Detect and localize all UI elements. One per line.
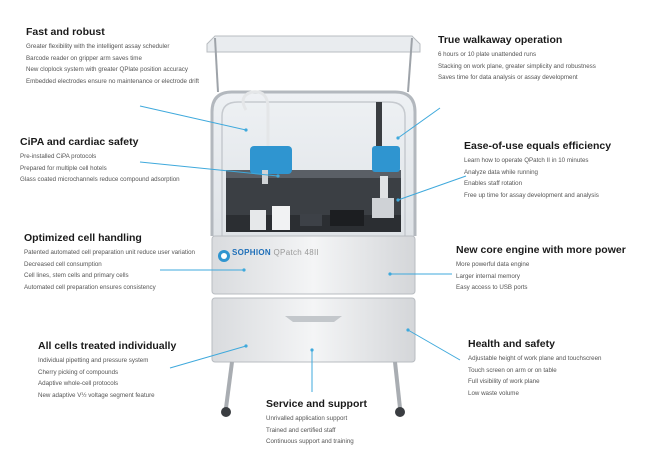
brand-label: SOPHION QPatch 48II [232, 248, 319, 257]
feature-item: Adjustable height of work plane and touc… [468, 355, 602, 362]
brand-model: QPatch 48II [273, 248, 320, 257]
feature-item: Analyze data while running [464, 168, 538, 176]
section-fast-and-robust: Fast and robust Greater flexibility with… [26, 26, 206, 89]
section-true-walkaway-operation: True walkaway operation 6 hours or 10 pl… [438, 34, 618, 86]
feature-item: Learn how to operate QPatch II in 10 min… [464, 157, 589, 164]
section-title: All cells treated individually [38, 340, 177, 352]
feature-item: Saves time for data analysis or assay de… [438, 74, 578, 82]
section-title: Optimized cell handling [24, 232, 142, 244]
feature-item: Individual pipetting and pressure system [38, 357, 149, 364]
section-optimized-cell-handling: Optimized cell handling Patented automat… [24, 232, 204, 295]
feature-item: Cell lines, stem cells and primary cells [24, 272, 129, 280]
feature-item: Full visibility of work plane [468, 378, 540, 386]
feature-item: Barcode reader on gripper arm saves time [26, 54, 142, 62]
feature-item: More powerful data engine [456, 261, 530, 268]
feature-item: Easy access to USB ports [456, 284, 528, 292]
section-service-and-support: Service and support Unrivalled applicati… [266, 398, 426, 450]
feature-item: Pre-installed CiPA protocols [20, 153, 97, 160]
feature-item: Low waste volume [468, 389, 519, 397]
feature-item: Touch screen on arm or on table [468, 366, 557, 374]
feature-item: Automated cell preparation ensures consi… [24, 283, 156, 291]
section-title: Fast and robust [26, 26, 105, 38]
feature-item: New cloplock system with greater QPlate … [26, 66, 188, 74]
feature-item: Decreased cell consumption [24, 260, 102, 268]
feature-item: Unrivalled application support [266, 415, 348, 422]
feature-item: Adaptive whole-cell protocols [38, 380, 119, 388]
section-all-cells-treated-individually: All cells treated individually Individua… [38, 340, 208, 403]
section-title: CiPA and cardiac safety [20, 136, 139, 148]
section-health-and-safety: Health and safety Adjustable height of w… [468, 338, 646, 401]
feature-item: Greater flexibility with the intelligent… [26, 43, 170, 50]
section-title: Ease-of-use equals efficiency [464, 140, 612, 152]
feature-item: Continuous support and training [266, 438, 354, 446]
section-new-core-engine: New core engine with more power More pow… [456, 244, 646, 296]
feature-item: Larger internal memory [456, 272, 520, 280]
feature-item: Free up time for assay development and a… [464, 191, 599, 199]
feature-item: Glass coated microchannels reduce compou… [20, 176, 180, 184]
section-title: New core engine with more power [456, 244, 626, 256]
section-title: True walkaway operation [438, 34, 563, 46]
feature-item: Prepared for multiple cell hotels [20, 164, 107, 172]
feature-item: Cherry picking of compounds [38, 368, 119, 376]
feature-item: New adaptive V½ voltage segment feature [38, 391, 155, 399]
feature-item: 6 hours or 10 plate unattended runs [438, 51, 537, 58]
feature-item: Enables staff rotation [464, 180, 523, 188]
section-ease-of-use: Ease-of-use equals efficiency Learn how … [464, 140, 644, 203]
feature-item: Embedded electrodes ensure no maintenanc… [26, 77, 200, 85]
section-cipa-cardiac-safety: CiPA and cardiac safety Pre-installed Ci… [20, 136, 200, 188]
feature-item: Patented automated cell preparation unit… [24, 249, 195, 256]
section-title: Service and support [266, 398, 367, 410]
brand-name: SOPHION [232, 248, 271, 257]
feature-item: Trained and certified staff [266, 426, 336, 434]
feature-item: Stacking on work plane, greater simplici… [438, 62, 596, 70]
section-title: Health and safety [468, 338, 555, 350]
